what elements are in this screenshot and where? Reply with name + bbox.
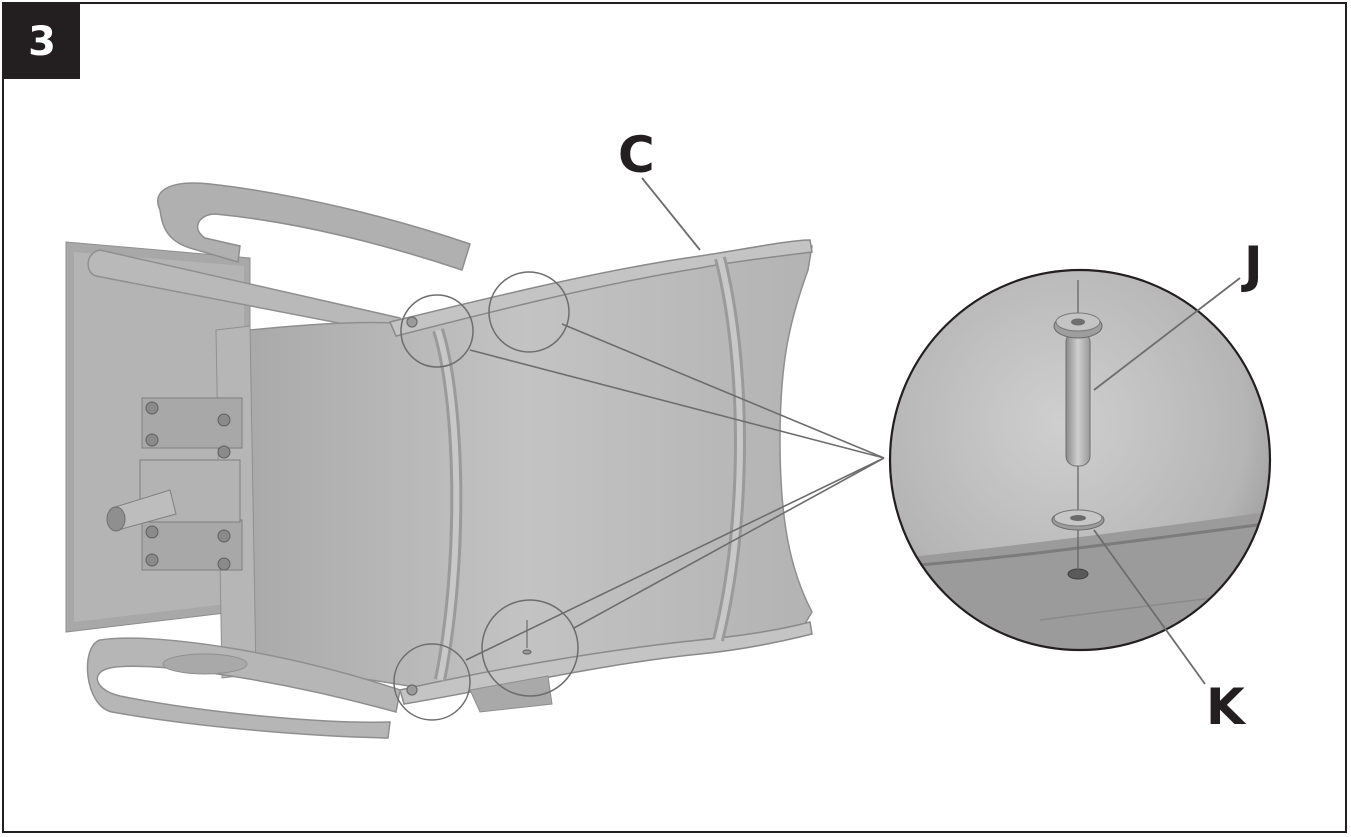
washer-part bbox=[1051, 509, 1105, 531]
leader-washer-k bbox=[1093, 529, 1206, 685]
detail-circles bbox=[393, 271, 579, 721]
seat-body bbox=[215, 239, 813, 705]
bolt-part bbox=[1053, 312, 1103, 467]
leader-bolt-j bbox=[1093, 277, 1241, 391]
detail-circle-top-right bbox=[488, 271, 570, 353]
callout-bolt-label: J bbox=[1241, 236, 1263, 294]
callout-frame-label: C bbox=[618, 126, 655, 184]
detail-circle-top-left bbox=[400, 294, 474, 368]
detail-circle-bottom-right bbox=[481, 599, 579, 697]
callout-leaders bbox=[641, 177, 1241, 685]
detail-circle-bottom-left bbox=[393, 643, 471, 721]
zoom-circle-outline bbox=[888, 268, 1272, 652]
step-number-badge: 3 bbox=[4, 4, 80, 79]
leader-frame-c bbox=[641, 177, 701, 251]
swivel-bracket bbox=[106, 397, 243, 571]
zoom-detail-view bbox=[888, 268, 1272, 652]
zoom-leader-lines bbox=[465, 323, 885, 661]
bottom-armrest-loop bbox=[86, 637, 553, 739]
callout-washer-label: K bbox=[1206, 678, 1247, 736]
